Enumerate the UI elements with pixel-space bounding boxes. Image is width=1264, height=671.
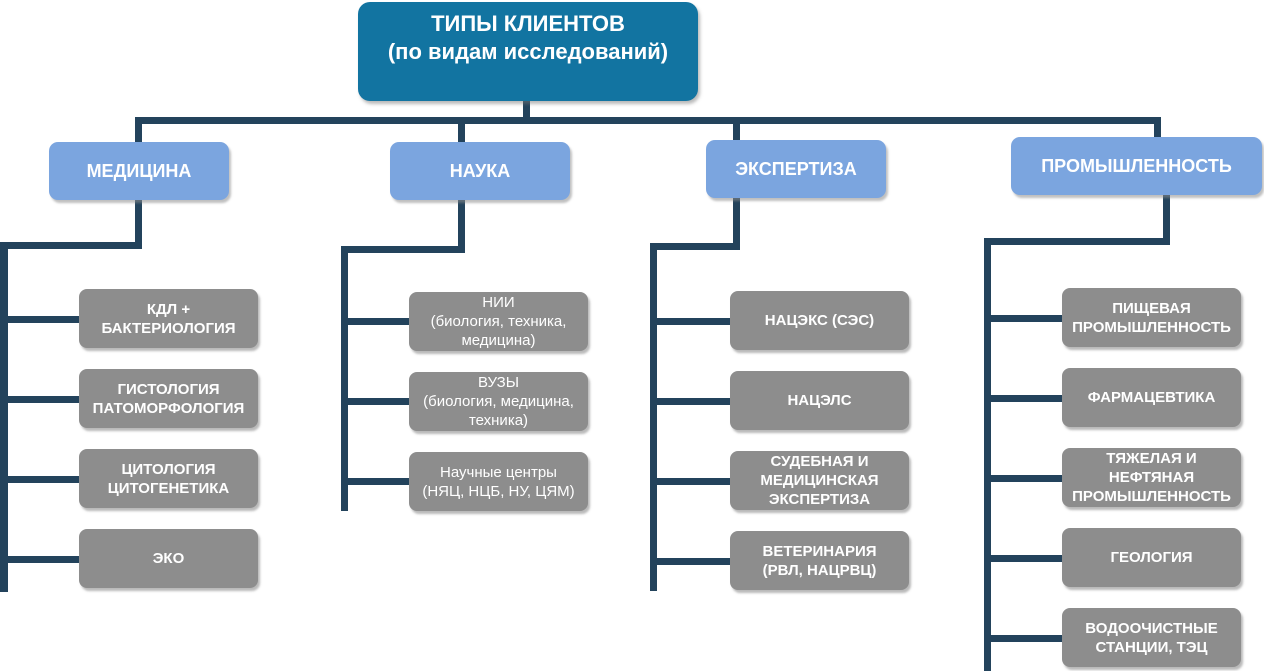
connector-medicine-spine xyxy=(0,242,8,592)
leaf-label: ГИСТОЛОГИЯ ПАТОМОРФОЛОГИЯ xyxy=(92,380,245,417)
connector-top-bus xyxy=(135,117,1161,124)
connector-science-stem xyxy=(458,200,465,253)
leaf-industry-geology: ГЕОЛОГИЯ xyxy=(1062,528,1241,587)
leaf-expertise-veterinary: ВЕТЕРИНАРИЯ (РВЛ, НАЦРВЦ) xyxy=(730,531,909,590)
leaf-label: ВУЗЫ (биология, медицина, техника) xyxy=(423,374,574,429)
leaf-label: ВОДООЧИСТНЫЕ СТАНЦИИ, ТЭЦ xyxy=(1085,619,1218,656)
leaf-label: ЭКО xyxy=(152,550,185,567)
connector-science-tick-1 xyxy=(341,318,411,325)
category-science: НАУКА xyxy=(390,142,570,200)
leaf-label: НИИ (биология, техника, медицина) xyxy=(430,294,567,349)
leaf-label: Научные центры (НЯЦ, НЦБ, НУ, ЦЯМ) xyxy=(422,463,575,500)
root-title: ТИПЫ КЛИЕНТОВ xyxy=(431,11,625,36)
category-medicine: МЕДИЦИНА xyxy=(49,142,229,200)
leaf-industry-water: ВОДООЧИСТНЫЕ СТАНЦИИ, ТЭЦ xyxy=(1062,608,1241,667)
leaf-label: ПИЩЕВАЯ ПРОМЫШЛЕННОСТЬ xyxy=(1072,299,1231,336)
leaf-expertise-forensic: СУДЕБНАЯ И МЕДИЦИНСКАЯ ЭКСПЕРТИЗА xyxy=(730,451,909,510)
connector-medicine-tick-1 xyxy=(0,316,80,323)
connector-medicine-tick-4 xyxy=(0,556,80,563)
leaf-expertise-natseks: НАЦЭКС (СЭС) xyxy=(730,291,909,350)
leaf-medicine-eko: ЭКО xyxy=(79,529,258,588)
leaf-industry-food: ПИЩЕВАЯ ПРОМЫШЛЕННОСТЬ xyxy=(1062,288,1241,347)
connector-expertise-step xyxy=(650,243,740,250)
leaf-medicine-cytology: ЦИТОЛОГИЯ ЦИТОГЕНЕТИКА xyxy=(79,449,258,508)
leaf-label: ТЯЖЕЛАЯ И НЕФТЯНАЯ ПРОМЫШЛЕННОСТЬ xyxy=(1072,450,1231,505)
category-expertise: ЭКСПЕРТИЗА xyxy=(706,140,886,198)
connector-expertise-spine xyxy=(650,243,657,591)
root-node: ТИПЫ КЛИЕНТОВ (по видам исследований) xyxy=(358,2,698,101)
connector-industry-tick-2 xyxy=(984,395,1064,402)
connector-drop-medicine xyxy=(135,117,142,143)
leaf-medicine-histology: ГИСТОЛОГИЯ ПАТОМОРФОЛОГИЯ xyxy=(79,369,258,428)
connector-industry-tick-4 xyxy=(984,555,1064,562)
leaf-industry-heavy-oil: ТЯЖЕЛАЯ И НЕФТЯНАЯ ПРОМЫШЛЕННОСТЬ xyxy=(1062,448,1241,507)
leaf-label: ВЕТЕРИНАРИЯ (РВЛ, НАЦРВЦ) xyxy=(762,542,877,579)
leaf-science-nii: НИИ (биология, техника, медицина) xyxy=(409,292,588,351)
category-label: ПРОМЫШЛЕННОСТЬ xyxy=(1041,155,1232,176)
connector-science-step xyxy=(341,246,465,253)
connector-medicine-stem xyxy=(135,200,142,248)
leaf-science-centers: Научные центры (НЯЦ, НЦБ, НУ, ЦЯМ) xyxy=(409,452,588,511)
category-label: МЕДИЦИНА xyxy=(86,160,192,181)
connector-drop-science xyxy=(458,117,465,143)
connector-medicine-step xyxy=(0,242,142,249)
connector-expertise-stem xyxy=(733,198,740,249)
leaf-label: СУДЕБНАЯ И МЕДИЦИНСКАЯ ЭКСПЕРТИЗА xyxy=(760,453,879,508)
root-subtitle: (по видам исследований) xyxy=(387,39,669,64)
connector-expertise-tick-4 xyxy=(650,558,732,565)
connector-expertise-tick-2 xyxy=(650,398,732,405)
leaf-label: НАЦЭКС (СЭС) xyxy=(764,312,875,329)
leaf-medicine-kdl: КДЛ + БАКТЕРИОЛОГИЯ xyxy=(79,289,258,348)
leaf-label: ФАРМАЦЕВТИКА xyxy=(1087,389,1216,406)
leaf-industry-pharma: ФАРМАЦЕВТИКА xyxy=(1062,368,1241,427)
connector-medicine-tick-2 xyxy=(0,396,80,403)
connector-industry-tick-1 xyxy=(984,315,1064,322)
connector-industry-spine xyxy=(984,238,991,671)
leaf-label: ГЕОЛОГИЯ xyxy=(1110,549,1193,566)
connector-drop-expertise xyxy=(733,117,740,141)
connector-science-spine xyxy=(341,246,348,511)
leaf-label: КДЛ + БАКТЕРИОЛОГИЯ xyxy=(101,300,236,337)
leaf-label: НАЦЭЛС xyxy=(787,392,852,409)
category-label: НАУКА xyxy=(449,160,511,181)
connector-expertise-tick-1 xyxy=(650,318,732,325)
connector-science-tick-3 xyxy=(341,478,411,485)
category-industry: ПРОМЫШЛЕННОСТЬ xyxy=(1011,137,1262,195)
leaf-expertise-natsels: НАЦЭЛС xyxy=(730,371,909,430)
leaf-label: ЦИТОЛОГИЯ ЦИТОГЕНЕТИКА xyxy=(107,460,230,497)
connector-industry-step xyxy=(984,238,1170,245)
connector-industry-stem xyxy=(1163,195,1170,245)
connector-industry-tick-3 xyxy=(984,475,1064,482)
connector-root-stem xyxy=(523,100,530,122)
leaf-science-universities: ВУЗЫ (биология, медицина, техника) xyxy=(409,372,588,431)
connector-drop-industry xyxy=(1154,117,1161,139)
category-label: ЭКСПЕРТИЗА xyxy=(735,158,857,179)
connector-expertise-tick-3 xyxy=(650,478,732,485)
connector-science-tick-2 xyxy=(341,398,411,405)
connector-industry-tick-5 xyxy=(984,635,1064,642)
connector-medicine-tick-3 xyxy=(0,476,80,483)
